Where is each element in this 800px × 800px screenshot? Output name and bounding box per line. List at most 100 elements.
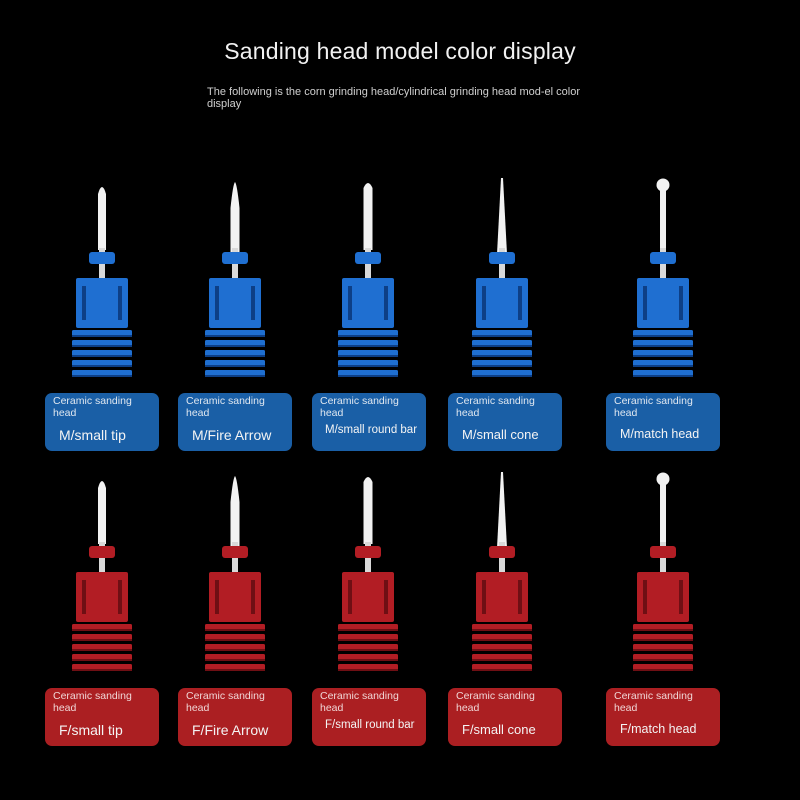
bit-collar xyxy=(355,546,381,558)
category-label: Ceramic sanding head xyxy=(456,395,535,419)
holder-rib-shadow xyxy=(633,335,693,337)
bit-collar xyxy=(489,252,515,264)
holder-rib-shadow xyxy=(633,639,693,641)
bit-collar xyxy=(89,546,115,558)
holder-rib-shadow xyxy=(338,365,398,367)
bit-shank xyxy=(499,542,505,578)
holder-groove xyxy=(384,580,388,614)
holder-rib-shadow xyxy=(72,639,132,641)
sanding-bit-image xyxy=(318,170,418,386)
holder-rib-shadow xyxy=(205,345,265,347)
bit-tip-cone xyxy=(497,472,507,548)
model-name: M/small round bar xyxy=(325,424,418,436)
category-label: Ceramic sanding head xyxy=(614,395,693,419)
holder-rib-shadow xyxy=(338,629,398,631)
bit-collar xyxy=(222,252,248,264)
holder-rib-shadow xyxy=(205,659,265,661)
holder-rib-shadow xyxy=(472,365,532,367)
model-name: F/small tip xyxy=(59,722,123,738)
holder-rib-shadow xyxy=(72,365,132,367)
holder-groove xyxy=(251,580,255,614)
category-label: Ceramic sanding head xyxy=(186,395,265,419)
bit-shaft-upper xyxy=(660,188,666,258)
bit-tip-small xyxy=(98,481,106,544)
bit-tip-ball xyxy=(656,178,670,192)
holder-rib-shadow xyxy=(72,345,132,347)
holder-rib-shadow xyxy=(72,659,132,661)
holder-rib-shadow xyxy=(338,659,398,661)
bit-shank xyxy=(232,542,238,578)
sanding-bit-graphic xyxy=(472,472,532,671)
category-label: Ceramic sanding head xyxy=(53,395,132,419)
model-name: F/Fire Arrow xyxy=(192,722,269,738)
category-label: Ceramic sanding head xyxy=(456,690,535,714)
holder-rib-shadow xyxy=(633,659,693,661)
sanding-bit-image xyxy=(52,170,152,386)
sanding-bit-graphic xyxy=(205,476,265,671)
holder-rib-shadow xyxy=(205,375,265,377)
holder-rib-shadow xyxy=(472,345,532,347)
holder-rib-shadow xyxy=(338,345,398,347)
holder-groove xyxy=(82,286,86,320)
model-name: F/small round bar xyxy=(325,719,415,731)
category-label: Ceramic sanding head xyxy=(320,690,399,714)
sanding-bit-graphic xyxy=(205,182,265,377)
model-name: M/small cone xyxy=(462,427,539,442)
bit-collar xyxy=(650,546,676,558)
holder-rib-shadow xyxy=(338,639,398,641)
sanding-bit-image xyxy=(185,170,285,386)
holder-rib-shadow xyxy=(205,365,265,367)
sanding-bit-image xyxy=(318,464,418,680)
bit-shank xyxy=(365,542,371,578)
bit-holder-top xyxy=(342,278,394,328)
category-label: Ceramic sanding head xyxy=(320,395,399,419)
category-label: Ceramic sanding head xyxy=(614,690,693,714)
bit-shank xyxy=(232,248,238,284)
bit-collar xyxy=(489,546,515,558)
holder-groove xyxy=(215,580,219,614)
bit-holder-top xyxy=(637,278,689,328)
holder-groove xyxy=(384,286,388,320)
model-name: F/small cone xyxy=(462,722,536,737)
holder-rib-shadow xyxy=(72,375,132,377)
holder-rib-shadow xyxy=(338,375,398,377)
holder-rib-shadow xyxy=(205,639,265,641)
model-name: F/match head xyxy=(620,722,697,736)
bit-tip-ball xyxy=(656,472,670,486)
sanding-bit-graphic xyxy=(472,178,532,377)
holder-rib-shadow xyxy=(72,649,132,651)
bit-holder-top xyxy=(76,278,128,328)
holder-rib-shadow xyxy=(72,335,132,337)
bit-collar xyxy=(650,252,676,264)
holder-rib-shadow xyxy=(633,375,693,377)
holder-groove xyxy=(348,286,352,320)
holder-groove xyxy=(518,286,522,320)
holder-rib-shadow xyxy=(205,629,265,631)
bit-holder-top xyxy=(476,278,528,328)
holder-rib-shadow xyxy=(205,649,265,651)
holder-rib-shadow xyxy=(472,669,532,671)
holder-rib-shadow xyxy=(72,355,132,357)
bit-holder-top xyxy=(209,278,261,328)
holder-groove xyxy=(518,580,522,614)
holder-rib-shadow xyxy=(633,365,693,367)
bit-tip-fire-arrow xyxy=(230,182,240,252)
holder-rib-shadow xyxy=(72,629,132,631)
holder-rib-shadow xyxy=(472,355,532,357)
bit-tip-round-bar xyxy=(363,183,373,250)
bit-shank xyxy=(365,248,371,284)
holder-groove xyxy=(679,580,683,614)
bit-tip-round-bar xyxy=(363,477,373,544)
sanding-bit-graphic xyxy=(72,481,132,671)
holder-groove xyxy=(118,580,122,614)
sanding-bit-graphic xyxy=(633,178,693,377)
holder-rib-shadow xyxy=(472,659,532,661)
bit-tip-small xyxy=(98,187,106,250)
holder-rib-shadow xyxy=(633,669,693,671)
holder-rib-shadow xyxy=(633,345,693,347)
